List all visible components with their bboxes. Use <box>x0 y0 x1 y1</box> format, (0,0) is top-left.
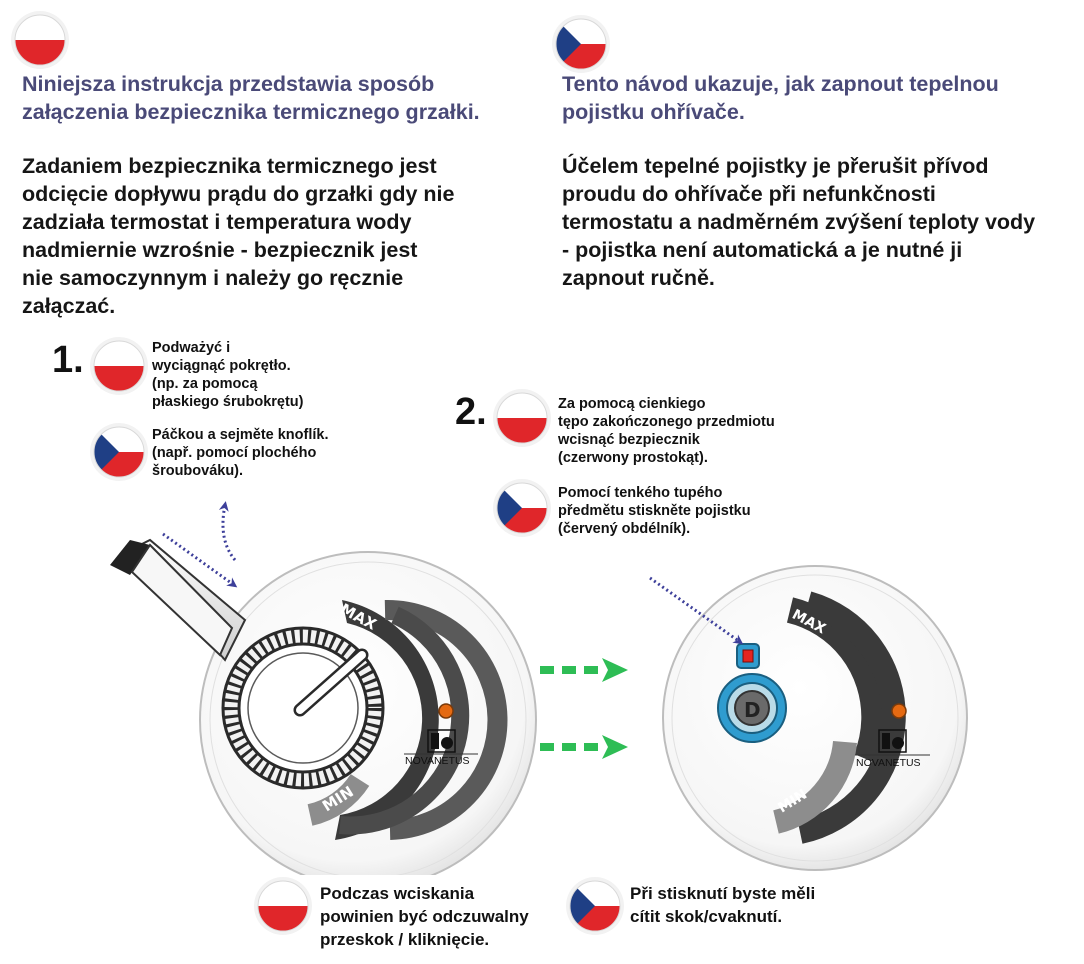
pl-step2-text: Za pomocą cienkiego tępo zakończonego pr… <box>558 396 775 466</box>
cz-step1-text: Páčkou a sejměte knoflík. (např. pomocí … <box>152 427 329 479</box>
dial-scale-arc <box>384 599 508 840</box>
brand-name: NOVANETUS <box>405 755 470 767</box>
green-dashed-arrow-icon <box>540 735 628 759</box>
step-number-2: 2. <box>455 391 487 433</box>
brand-logo <box>431 733 439 749</box>
brand-name: NOVANETUS <box>856 757 921 769</box>
indicator-lamp <box>438 703 454 719</box>
pl-body: Zadaniem bezpiecznika termicznego jest o… <box>22 154 455 318</box>
step-number-1: 1. <box>52 339 84 381</box>
thermostat-dial-illustration: MAX MIN NOVANETUS <box>110 501 537 875</box>
screwdriver-icon <box>110 538 247 662</box>
fuse-letter: D <box>744 698 761 722</box>
polish-flag-icon <box>253 876 313 936</box>
indicator-lamp <box>891 703 907 719</box>
czech-flag-icon <box>565 876 625 936</box>
brand-logo <box>882 733 890 749</box>
pl-title: Niniejsza instrukcja przedstawia sposób … <box>22 72 480 124</box>
polish-flag-icon <box>492 388 552 448</box>
czech-flag-icon <box>551 14 611 74</box>
pl-note: Podczas wciskania powinien być odczuwaln… <box>320 884 529 949</box>
cz-step2-text: Pomocí tenkého tupého předmětu stiskněte… <box>558 485 751 537</box>
green-dashed-arrow-icon <box>540 658 628 682</box>
cz-note: Při stisknutí byste měli cítit skok/cvak… <box>630 884 816 926</box>
dial-scale-dark <box>335 600 439 840</box>
polish-flag-icon <box>10 10 70 70</box>
cz-body: Účelem tepelné pojistky je přerušit přív… <box>562 154 1036 290</box>
cz-title: Tento návod ukazuje, jak zapnout tepelno… <box>562 72 999 124</box>
polish-flag-icon <box>89 336 149 396</box>
czech-flag-icon <box>89 422 149 482</box>
fuse-dial-illustration: MAX MIN D NOVANETUS <box>649 565 968 871</box>
dial-scale-dark <box>782 597 888 838</box>
pl-step1-text: Podważyć i wyciągnąć pokrętło. (np. za p… <box>152 340 304 410</box>
